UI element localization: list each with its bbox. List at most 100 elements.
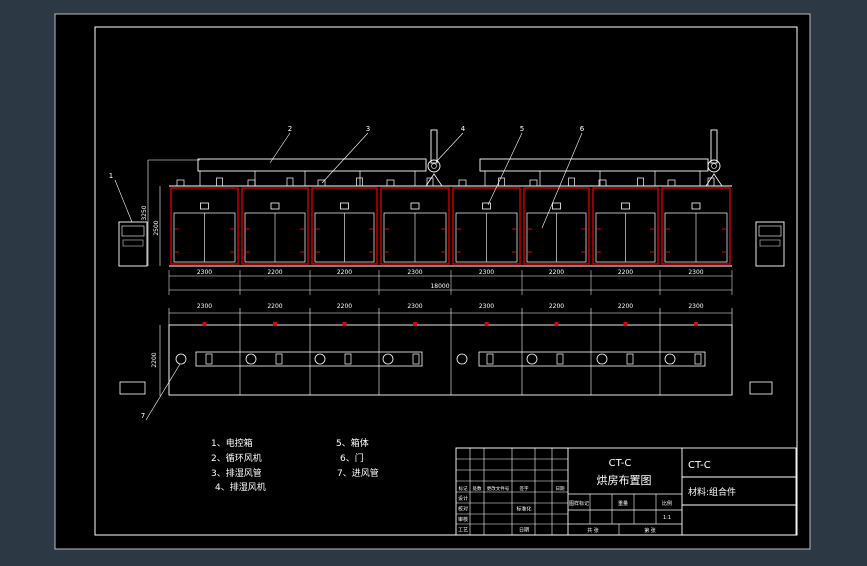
plan-door-mark [413,322,417,326]
legend-item-1: 1、电控箱 [211,437,253,449]
elevation-dim-label: 2300 [197,269,212,276]
plan-vent-box [556,353,564,365]
exhaust-fan-hub [711,163,717,169]
cabinet-panel [122,239,144,247]
exhaust-stack [430,129,438,164]
roof-fitting [667,179,676,187]
stage-label-3: 比例 [662,500,672,507]
callout-number: 2 [288,125,292,133]
drawing-code: CT-C [609,458,632,469]
height-dim-body-label: 2500 [153,220,160,235]
door-lamp [270,202,280,210]
cabinet-panel [758,225,782,237]
plan-vent-box [486,353,494,365]
title-header-cell: 标记 [459,485,468,492]
chamber-outline [592,187,659,265]
title-header-cell: 签字 [520,485,529,492]
callout-number: 5 [520,125,524,133]
drawing-frame [94,26,798,536]
door-lamp [410,202,420,210]
plan-vent-box [626,353,634,365]
chamber-outline [170,187,239,265]
plan-fan-symbol [664,353,676,365]
legend-item-3: 3、排湿风管 [211,467,262,479]
callout-leader-line [321,132,369,184]
elevation-dim-label: 2300 [688,269,703,276]
exhaust-fan-housing [707,159,721,173]
legend-item-4: 4、排湿风机 [215,481,266,493]
plan-dim-label: 2200 [618,303,633,310]
plan-door-mark [694,322,698,326]
elevation-dim-label: 2200 [549,269,564,276]
drawing-name: 烘房布置图 [597,473,652,487]
legend-item-7: 7、进风管 [337,467,379,479]
title-block: 标记处数更改文件号签字日期设计校对审核工艺标准化日期 CT-C 烘房布置图 CT… [455,447,797,536]
title-header-cell: 日期 [556,486,565,492]
roof-fitting [176,179,185,187]
callout-leader-line [145,363,181,421]
plan-vent-box [344,353,352,365]
plan-dim-label: 2300 [197,303,212,310]
stage-label-2: 重量 [618,500,628,507]
plan-cabinet-left [119,381,146,395]
title-row-label: 审核 [458,516,468,523]
callout-leader-line [114,179,133,223]
roof-fitting [317,179,326,187]
plan-door-mark [202,322,207,326]
plan-door-mark [623,322,628,326]
plan-duct-left [195,351,423,367]
height-dim-total-label: 3250 [141,205,148,220]
roof-fitting [286,177,294,187]
chamber-outline [523,187,590,265]
plan-door-mark [342,322,347,326]
cabinet-panel [759,239,781,247]
callout-number: 1 [109,172,113,180]
exhaust-fan-housing [427,159,441,173]
callout-number: 3 [366,125,370,133]
plan-vent-box [694,353,702,365]
roof-fitting [216,177,223,187]
elevation-dim-label: 2200 [618,269,633,276]
plan-dim-label: 2300 [479,303,494,310]
cabinet-panel [121,225,145,237]
control-cabinet [118,221,148,267]
roof-fitting [568,177,575,187]
plan-dim-label: 2200 [267,303,282,310]
door-lamp [621,202,630,210]
title-row-mid-label: 日期 [519,528,529,534]
plan-fan-symbol [456,353,468,365]
door-lamp [691,202,701,210]
drawing-code-right: CT-C [688,460,711,471]
legend-item-6: 6、门 [340,452,364,464]
plan-dim-label: 2300 [407,303,422,310]
plan-vent-box [412,353,420,365]
plan-fan-symbol [526,353,538,365]
roof-fitting [426,177,434,187]
legend-item-2: 2、循环风机 [211,452,262,464]
control-cabinet [755,221,785,267]
plan-fan-symbol [382,353,394,365]
chamber-outline [452,187,521,265]
door-lamp [200,202,209,210]
elevation-dim-label: 2300 [479,269,494,276]
callout-leader-line [541,132,583,229]
plan-door-mark [484,322,489,326]
plan-fan-symbol [596,353,608,365]
plan-dim-label: 2300 [688,303,703,310]
chamber-outline [241,187,309,265]
total-length-label: 18000 [430,283,449,290]
plan-door-mark [554,322,559,326]
roof-fitting [529,179,538,187]
plan-fan-symbol [245,353,257,365]
circulation-duct-left [197,158,427,172]
chamber-outline [380,187,450,265]
fan-stand [425,173,443,187]
roof-fitting [356,177,363,187]
plan-view [119,308,773,396]
door-lamp [482,202,491,210]
